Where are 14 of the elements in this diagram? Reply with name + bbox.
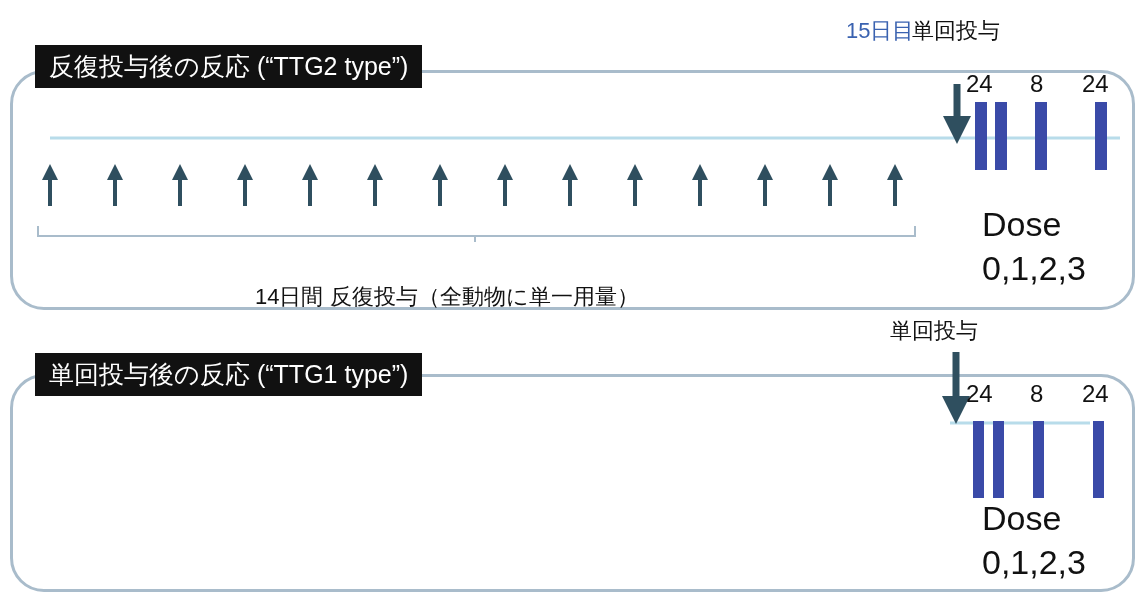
time-label: 24 [1082, 380, 1109, 408]
section-heading: 単回投与後の反応 (“TTG1 type”) [35, 353, 423, 396]
time-label: 24 [966, 380, 993, 408]
dosing-label: 単回投与 [890, 317, 978, 345]
caption-text: 14日間 反復投与（全動物に単一用量） [255, 283, 639, 311]
section-heading: 反復投与後の反応 (“TTG2 type”) [35, 45, 423, 88]
time-label: 24 [966, 70, 993, 98]
day-label: 15日目 [846, 17, 915, 45]
dose-label: Dose 0,1,2,3 [982, 204, 1087, 290]
time-label: 8 [1030, 70, 1044, 98]
dosing-label: 単回投与 [912, 17, 1000, 45]
dose-label: Dose 0,1,2,3 [982, 498, 1087, 584]
time-label: 8 [1030, 380, 1044, 408]
time-label: 24 [1082, 70, 1109, 98]
